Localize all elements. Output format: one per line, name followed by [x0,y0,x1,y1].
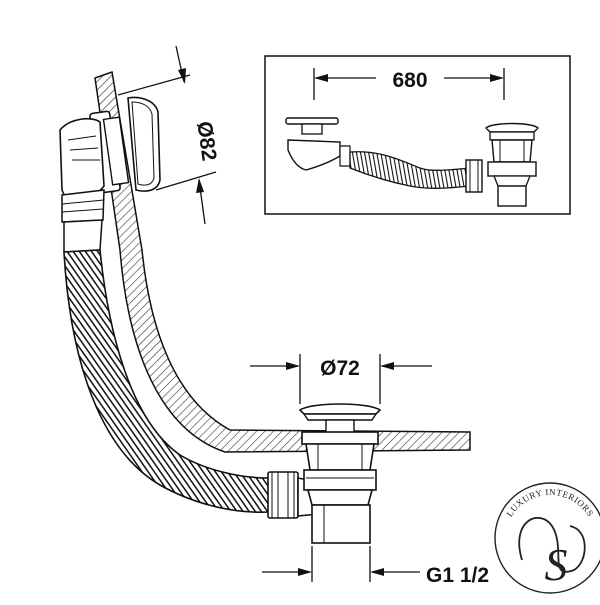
dimension-waste-diameter: Ø72 [250,354,432,404]
logo-text: LUXURY INTERIORS [504,487,595,519]
waste-body [298,403,382,544]
brand-logo: LUXURY INTERIORS S [494,482,600,594]
dimension-overflow-diameter: Ø82 [117,45,221,225]
dimension-label-82: Ø82 [192,120,220,163]
dimension-label-680: 680 [392,69,427,92]
logo-monogram: S [545,539,568,590]
overflow-assembly [59,96,161,253]
bath-wall [94,70,471,453]
dimension-label-72: Ø72 [320,357,360,380]
inset-box [264,55,571,215]
dimension-thread: G1 1/2 [262,546,489,587]
dimension-label-thread: G1 1/2 [426,564,489,587]
dimension-680: 680 [313,68,505,100]
